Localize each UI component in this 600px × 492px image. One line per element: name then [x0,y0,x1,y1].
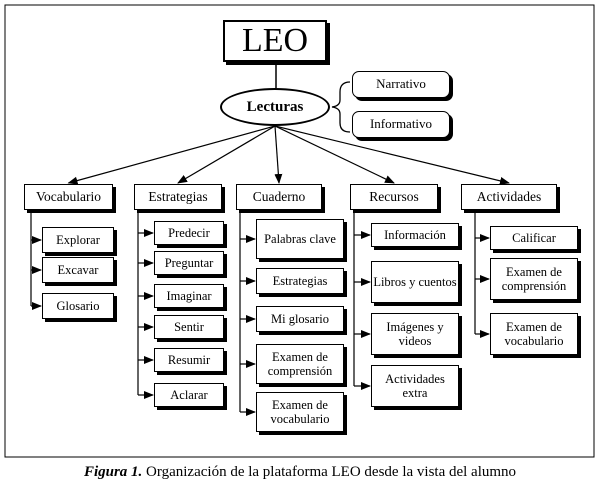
arrow-to-recursos [274,125,395,184]
type-informativo: Informativo [352,111,450,138]
node-cuaderno-examen-de-vocabulario: Examen de vocabulario [256,392,344,432]
node-recursos-informacion: Información [371,223,459,247]
node-actividades-examen-de-vocabulario: Examen de vocabulario [490,313,578,355]
node-recursos-imagenes-y-videos: Imágenes y videos [371,313,459,355]
node-cuaderno-palabras-clave: Palabras clave [256,219,344,259]
category-vocabulario: Vocabulario [24,184,113,210]
node-estrategias-aclarar: Aclarar [154,383,224,407]
category-actividades: Actividades [461,184,557,210]
center-node: Lecturas [220,88,330,126]
caption-text: Organización de la plataforma LEO desde … [146,464,517,480]
category-recursos: Recursos [350,184,438,210]
node-vocabulario-glosario: Glosario [42,293,114,319]
node-estrategias-sentir: Sentir [154,315,224,339]
arrow-to-estrategias [177,125,276,184]
node-estrategias-preguntar: Preguntar [154,251,224,275]
category-estrategias: Estrategias [134,184,222,210]
caption-label: Figura 1. [83,464,143,480]
node-cuaderno-examen-de-comprension: Examen de comprensión [256,344,344,384]
node-vocabulario-excavar: Excavar [42,257,114,283]
node-vocabulario-explorar: Explorar [42,227,114,253]
node-estrategias-resumir: Resumir [154,348,224,372]
node-recursos-actividades-extra: Actividades extra [371,365,459,407]
category-cuaderno: Cuaderno [236,184,322,210]
node-recursos-libros-y-cuentos: Libros y cuentos [371,261,459,303]
arrow-to-cuaderno [274,125,283,184]
type-narrativo: Narrativo [352,71,450,98]
arrow-to-actividades [274,125,510,185]
outer-frame [4,4,595,458]
title-box: LEO [223,20,327,62]
brace [331,81,351,133]
node-estrategias-imaginar: Imaginar [154,284,224,308]
node-estrategias-predecir: Predecir [154,221,224,245]
node-cuaderno-mi-glosario: Mi glosario [256,306,344,332]
node-cuaderno-estrategias: Estrategias [256,268,344,294]
node-actividades-examen-de-comprension: Examen de comprensión [490,258,578,300]
node-actividades-calificar: Calificar [490,226,578,250]
arrow-to-vocabulario [67,125,276,185]
figure-caption: Figura 1. Organización de la plataforma … [0,464,600,481]
